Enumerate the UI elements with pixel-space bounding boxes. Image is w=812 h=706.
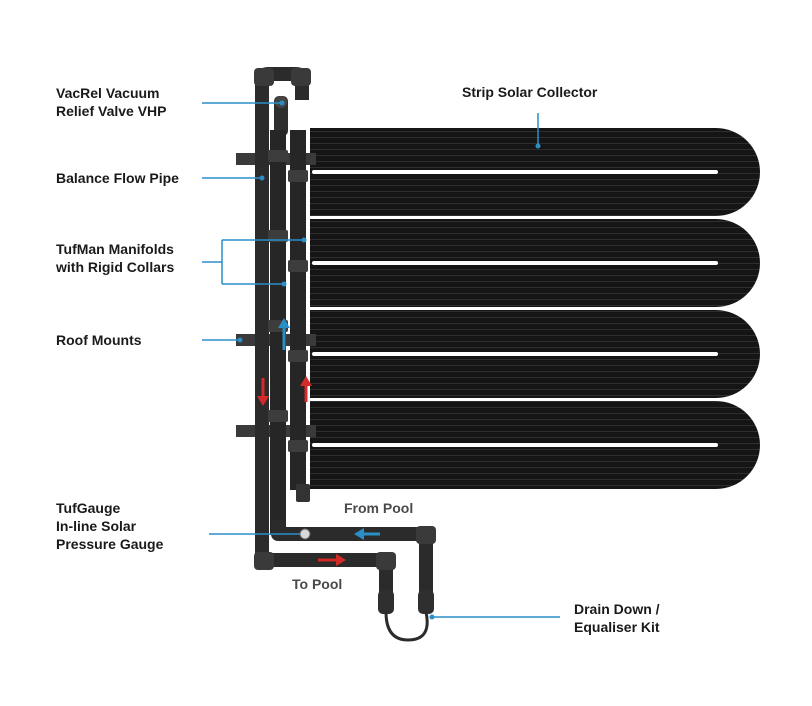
drain-cap-left xyxy=(378,590,394,614)
label-to-pool: To Pool xyxy=(292,576,343,592)
leader-collector xyxy=(535,113,541,149)
solar-collector-strips xyxy=(310,128,760,489)
label-balance-pipe: Balance Flow Pipe xyxy=(56,170,179,186)
label-gauge: TufGauge In-line Solar Pressure Gauge xyxy=(56,500,164,552)
leader-roof-mounts xyxy=(202,337,243,343)
label-collector: Strip Solar Collector xyxy=(462,84,598,100)
label-vacrel: VacRel Vacuum Relief Valve VHP xyxy=(56,85,167,119)
tufgauge xyxy=(299,528,311,540)
arrow-right-red xyxy=(318,554,346,566)
label-manifolds: TufMan Manifolds with Rigid Collars xyxy=(56,241,175,275)
leader-vacrel xyxy=(202,100,285,106)
drain-cap-right xyxy=(418,590,434,614)
tufman-manifolds xyxy=(268,130,310,535)
pool-plumbing xyxy=(254,520,436,642)
label-roof-mounts: Roof Mounts xyxy=(56,332,142,348)
drain-hose xyxy=(384,611,429,642)
leader-lines xyxy=(202,100,560,620)
arrow-up-red xyxy=(300,376,312,402)
manifold-end-cap xyxy=(296,484,310,502)
leader-manifolds xyxy=(202,237,307,287)
balance-flow-pipe xyxy=(254,67,311,540)
leader-drain xyxy=(429,614,560,620)
flow-arrows xyxy=(257,318,380,566)
arrow-down-red xyxy=(257,378,269,406)
label-drain: Drain Down / Equaliser Kit xyxy=(574,601,660,635)
label-from-pool: From Pool xyxy=(344,500,414,516)
arrow-left-blue xyxy=(354,528,380,540)
leader-balance-pipe xyxy=(202,175,265,181)
arrow-up-blue xyxy=(278,318,290,350)
